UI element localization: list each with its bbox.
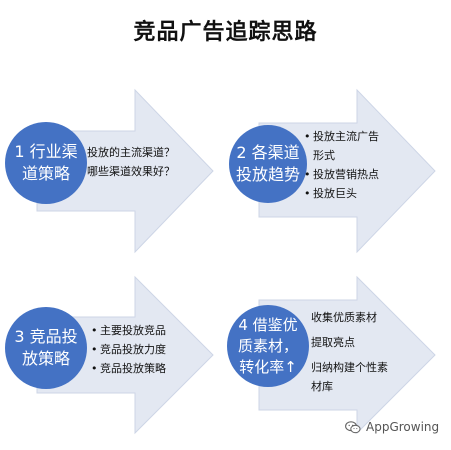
panel-4: 4 借鉴优质素材，转化率↑ 收集优质素材 提取亮点 归纳构建个性素材库	[227, 275, 451, 447]
bullet-list-3: 主要投放竞品 竞品投放力度 竞品投放策略	[91, 321, 166, 378]
bullet-list-1: 投放的主流渠道？ 哪些渠道效果好？	[87, 143, 175, 181]
watermark: AppGrowing	[345, 420, 439, 434]
circle-1: 1 行业渠道策略	[5, 122, 87, 204]
arrow-shape-1	[36, 88, 214, 254]
bullet-item: 投放营销热点	[304, 165, 384, 184]
circle-2: 2 各渠道投放趋势	[229, 125, 307, 203]
panel-2: 2 各渠道投放趋势 投放主流广告形式 投放营销热点 投放巨头	[227, 85, 451, 257]
page-title: 竞品广告追踪思路	[133, 20, 318, 45]
watermark-text: AppGrowing	[366, 420, 440, 434]
circle-4: 4 借鉴优质素材，转化率↑	[227, 305, 309, 387]
panel-1: 1 行业渠道策略 投放的主流渠道？ 哪些渠道效果好？	[5, 85, 230, 257]
bullet-list-2: 投放主流广告形式 投放营销热点 投放巨头	[304, 127, 384, 203]
bullet-item: 投放主流广告形式	[304, 127, 384, 165]
bullet-item: 哪些渠道效果好？	[87, 165, 175, 178]
circle-3: 3 竞品投放策略	[5, 307, 87, 389]
bullet-item: 收集优质素材	[311, 311, 377, 324]
bullet-item: 归纳构建个性素材库	[311, 361, 388, 393]
bullet-item: 投放的主流渠道？	[87, 146, 175, 159]
bullet-item: 投放巨头	[304, 184, 384, 203]
bullet-item: 主要投放竞品	[91, 321, 166, 340]
arrow-shape-4	[258, 275, 436, 435]
bullet-list-4: 收集优质素材 提取亮点 归纳构建个性素材库	[311, 308, 391, 396]
bullet-item: 竞品投放策略	[91, 359, 166, 378]
bullet-item: 提取亮点	[311, 336, 355, 349]
bullet-item: 竞品投放力度	[91, 340, 166, 359]
wechat-icon	[345, 420, 361, 433]
panel-3: 3 竞品投放策略 主要投放竞品 竞品投放力度 竞品投放策略	[5, 275, 230, 447]
